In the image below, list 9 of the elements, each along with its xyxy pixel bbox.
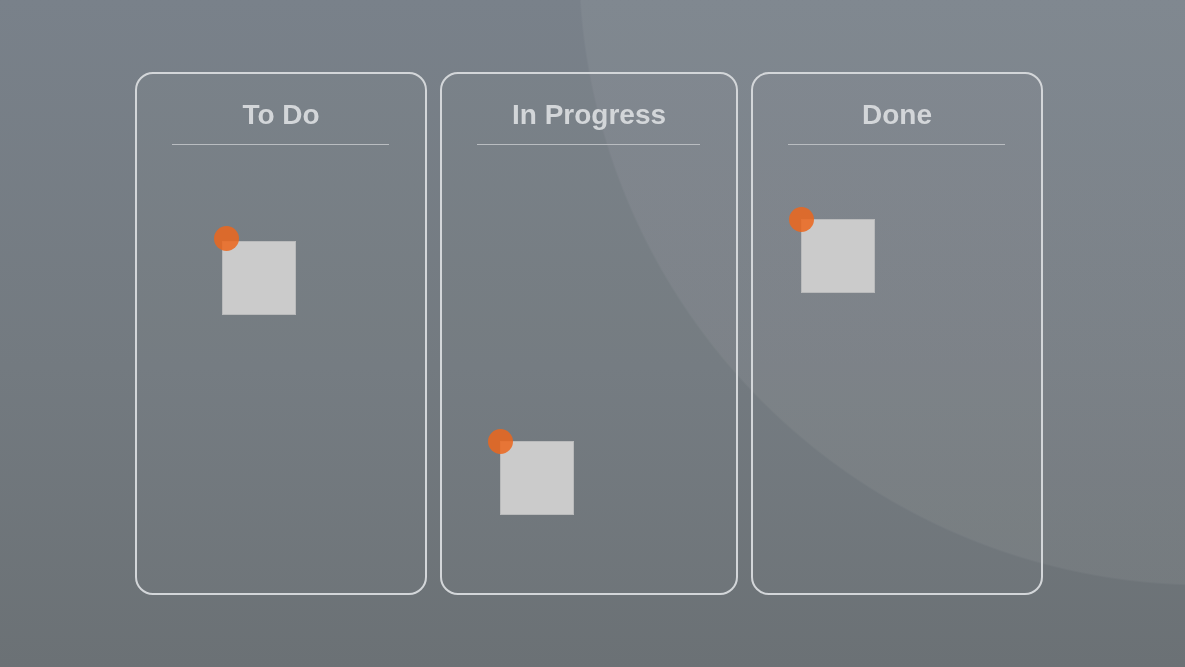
kanban-column	[440, 72, 738, 595]
kanban-column	[751, 72, 1043, 595]
sticky-note-card	[500, 441, 574, 515]
sticky-note-card	[222, 241, 296, 315]
sticky-note-card	[801, 219, 875, 293]
column-heading: Done	[862, 98, 932, 132]
column-heading: In Progress	[511, 98, 667, 132]
column-heading: To Do	[242, 98, 320, 132]
kanban-column	[135, 72, 427, 595]
